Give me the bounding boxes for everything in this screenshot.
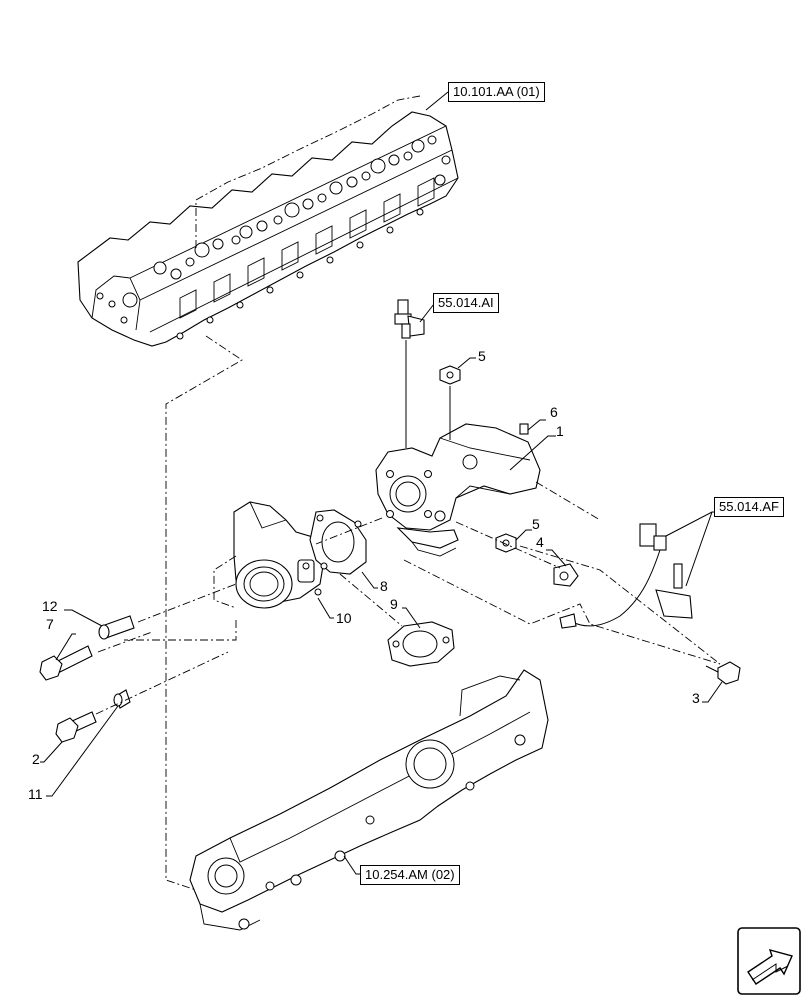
sensor-right: [559, 523, 693, 629]
clip-4: [553, 563, 579, 587]
callout-3: 3: [692, 690, 700, 706]
ref-cylinder-head[interactable]: 10.101.AA (01): [448, 82, 545, 102]
callout-4: 4: [536, 534, 544, 550]
callout-1: 1: [556, 423, 564, 439]
callout-7: 7: [46, 616, 54, 632]
callout-8: 8: [380, 578, 388, 594]
leader-lines: [40, 91, 723, 875]
egr-housing: [375, 423, 541, 557]
ref-exhaust-manifold[interactable]: 10.254.AM (02): [360, 865, 460, 885]
assembly-lines: [95, 335, 721, 891]
nut-lower: [495, 533, 517, 553]
next-page-arrow-icon[interactable]: [737, 927, 801, 995]
callout-5-upper: 5: [478, 348, 486, 364]
cylinder-head: [77, 95, 459, 347]
spacer-11: [113, 689, 131, 709]
bolt-2: [55, 711, 97, 743]
ref-sensor-top[interactable]: 55.014.AI: [433, 293, 499, 313]
exhaust-manifold: [189, 669, 549, 931]
bolt-12: [98, 615, 135, 640]
bolt-7: [39, 645, 93, 681]
callout-2: 2: [32, 751, 40, 767]
stud-6: [519, 423, 529, 435]
callout-5-lower: 5: [532, 516, 540, 532]
nut-upper: [439, 365, 461, 440]
callout-12: 12: [42, 598, 58, 614]
callout-11: 11: [28, 786, 43, 802]
gasket-9: [387, 621, 455, 667]
callout-9: 9: [390, 596, 398, 612]
bolt-3: [705, 661, 741, 685]
callout-6: 6: [550, 404, 558, 420]
callout-10: 10: [336, 610, 352, 626]
ref-sensor-right[interactable]: 55.014.AF: [714, 497, 784, 517]
throttle-body: [233, 501, 325, 609]
sensor-top: [394, 299, 425, 448]
